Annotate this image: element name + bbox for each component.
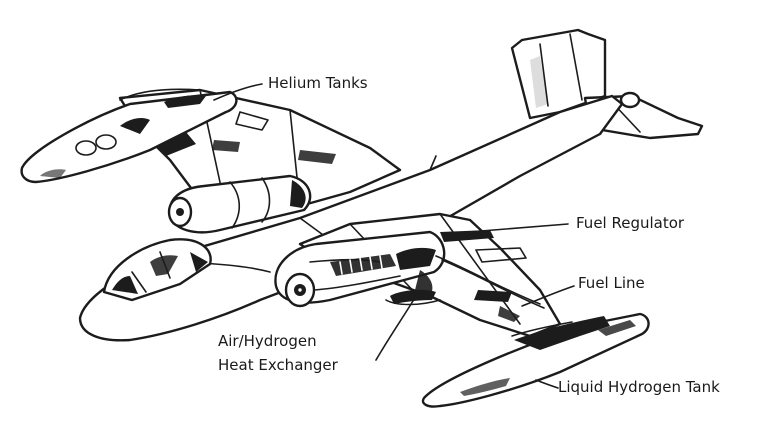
label-fuel-line: Fuel Line	[578, 274, 645, 292]
vertical-stabilizer	[510, 28, 607, 120]
leader-fuel-regulator	[443, 223, 569, 235]
leader-heat-exchanger	[375, 295, 417, 361]
label-helium-tanks: Helium Tanks	[268, 74, 368, 92]
leader-liquid-hydrogen-tank	[535, 379, 559, 389]
leader-lines	[213, 83, 575, 389]
leader-fuel-line	[521, 285, 575, 307]
label-heat-exchanger: Heat Exchanger	[218, 356, 339, 374]
near-engine-nacelle	[274, 230, 446, 308]
helium-tank-pod	[20, 88, 238, 184]
label-liquid-hydrogen-tank: Liquid Hydrogen Tank	[558, 378, 720, 396]
label-fuel-regulator: Fuel Regulator	[576, 214, 685, 232]
far-engine-nacelle	[167, 174, 312, 234]
heat-exchanger-duct	[385, 289, 441, 306]
cockpit-canopy	[102, 238, 212, 302]
label-air-hydrogen: Air/Hydrogen	[218, 332, 317, 350]
leader-helium-tanks	[213, 83, 263, 101]
liquid-hydrogen-tank	[421, 312, 650, 408]
